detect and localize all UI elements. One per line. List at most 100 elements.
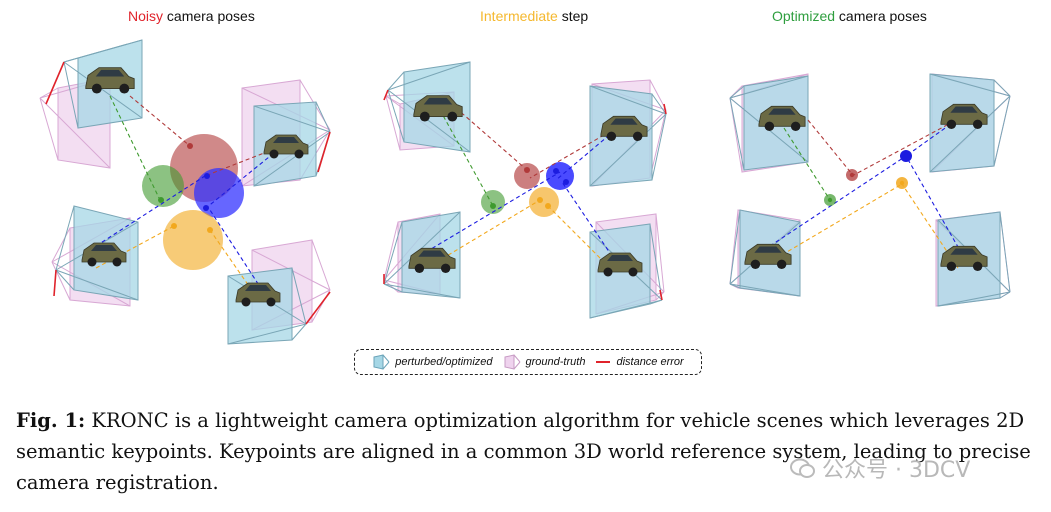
- camera-frustum-edge: [655, 213, 665, 293]
- distance-error: [383, 89, 389, 101]
- car-window: [273, 137, 299, 143]
- distance-error-line-icon: [596, 361, 611, 363]
- camera-frustum-edge: [63, 61, 143, 119]
- car-image: [758, 105, 806, 132]
- car-wheel: [946, 261, 957, 272]
- keypoint: [207, 227, 213, 233]
- car-wheel: [266, 297, 276, 307]
- distance-error: [317, 131, 331, 173]
- keypoint-sphere-red: [514, 163, 540, 189]
- car-wheel: [750, 259, 761, 270]
- keypoint-sphere-yellow: [529, 187, 559, 217]
- camera-frustum-edge: [729, 283, 801, 297]
- car-body: [235, 282, 281, 303]
- car-body: [413, 95, 463, 118]
- legend-item-ground-truth: ground-truth: [503, 354, 586, 370]
- car-window: [607, 255, 633, 261]
- car-wheel: [603, 267, 613, 277]
- perturbed-camera-icon: [373, 354, 390, 370]
- car-body: [758, 105, 806, 127]
- car-wheel: [87, 257, 97, 267]
- camera-frustum-edge: [589, 113, 667, 187]
- car-window: [95, 69, 125, 77]
- car-window: [950, 248, 978, 255]
- camera-frustum-edge: [655, 291, 665, 301]
- camera-frustum-edge: [39, 87, 59, 99]
- car-body: [85, 67, 135, 90]
- keypoint: [524, 167, 530, 173]
- car-image: [940, 245, 988, 272]
- watermark-text: 公众号 · 3DCV: [822, 458, 971, 483]
- car-window: [423, 97, 453, 105]
- camera-frustum-edge: [253, 131, 331, 187]
- legend-item-perturbed: perturbed/optimized: [372, 354, 493, 370]
- camera-frustum-edge: [39, 97, 111, 169]
- camera-frustum-edge: [729, 75, 809, 99]
- camera-frustum-edge: [55, 269, 139, 301]
- camera-frustum-edge: [291, 323, 307, 341]
- camera-frustum-edge: [315, 101, 331, 133]
- figure: Noisy camera poses Intermediate step Opt…: [39, 8, 1011, 375]
- keypoint: [545, 203, 551, 209]
- camera-frustum-edge: [227, 323, 307, 345]
- car-wheel: [294, 149, 304, 159]
- camera-frustum-edge: [651, 113, 667, 181]
- camera-frustum-edge: [649, 109, 667, 179]
- camera-frustum-edge: [387, 61, 471, 91]
- wechat-icon: [790, 458, 815, 478]
- caption-label: Fig. 1:: [16, 409, 86, 432]
- camera-frustum-edge: [383, 221, 403, 285]
- car-image: [85, 67, 135, 94]
- camera-frustum-edge: [51, 261, 71, 301]
- ray: [561, 181, 617, 263]
- camera-frustum-edge: [649, 223, 663, 301]
- camera-frustum-edge: [385, 95, 401, 151]
- camera-frustum-edge: [937, 291, 1011, 307]
- car-body: [81, 242, 127, 263]
- car-window: [754, 246, 782, 253]
- panel-intermediate: [383, 61, 667, 319]
- keypoint: [899, 180, 905, 186]
- car-image: [413, 95, 463, 122]
- panel-title-highlight: Optimized: [772, 8, 836, 24]
- ray: [905, 155, 963, 255]
- legend: perturbed/optimized ground-truth distanc…: [354, 349, 702, 375]
- camera-frustum-edge: [383, 283, 461, 299]
- car-wheel: [119, 83, 130, 94]
- keypoint-sphere-yellow: [163, 210, 223, 270]
- watermark: 公众号 · 3DCV: [790, 452, 970, 484]
- car-wheel: [447, 111, 458, 122]
- distance-error: [663, 103, 667, 115]
- car-wheel: [946, 119, 957, 130]
- keypoint: [158, 197, 164, 203]
- ray: [109, 95, 161, 201]
- keypoint: [171, 223, 177, 229]
- car-window: [950, 106, 978, 113]
- camera-plane: [227, 267, 293, 345]
- camera-frustum-edge: [383, 283, 403, 293]
- car-image: [600, 115, 648, 142]
- legend-item-distance: distance error: [595, 356, 684, 368]
- figure-svg: [39, 39, 1011, 345]
- panel-title-highlight: Noisy: [128, 8, 164, 24]
- ray: [545, 203, 611, 269]
- panel-optimized: [729, 73, 1011, 307]
- camera-frustum-edge: [729, 283, 741, 289]
- camera-frustum-edge: [387, 71, 405, 91]
- car-wheel: [419, 111, 430, 122]
- camera-frustum-edge: [993, 79, 1011, 97]
- camera-frustum-edge: [253, 105, 331, 133]
- car-image: [81, 242, 127, 267]
- camera-frustum-edge: [387, 89, 405, 143]
- car-body: [940, 103, 988, 125]
- camera-frustum-edge: [929, 95, 1011, 173]
- legend-label: ground-truth: [525, 356, 586, 368]
- car-wheel: [269, 149, 279, 159]
- car-window: [91, 245, 117, 251]
- camera-frustum-edge: [649, 79, 667, 111]
- car-wheel: [112, 257, 122, 267]
- camera-frustum-edge: [291, 267, 307, 325]
- camera-frustum-edge: [383, 221, 399, 281]
- camera-frustum-edge: [589, 299, 663, 319]
- camera-frustum-edge: [387, 89, 471, 153]
